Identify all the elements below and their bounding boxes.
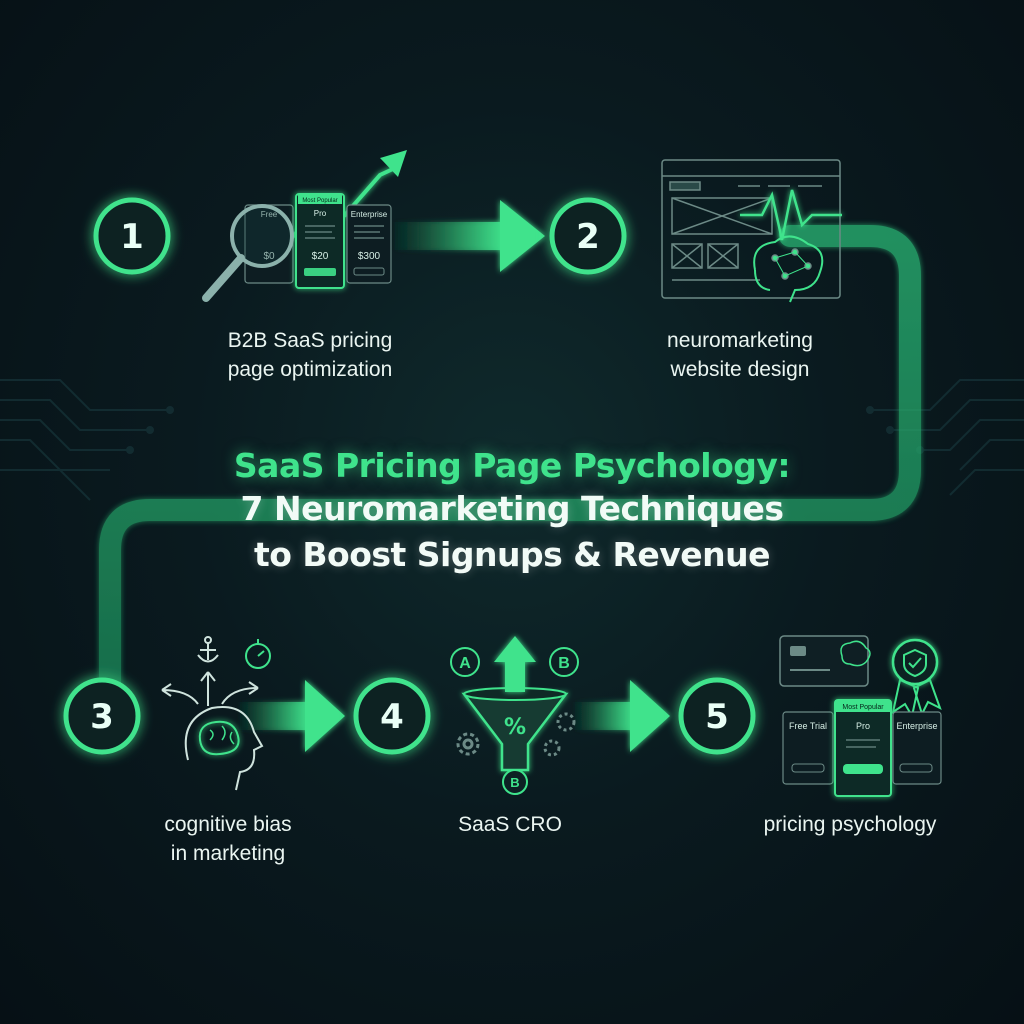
step-label-2-line1: neuromarketing <box>667 329 813 352</box>
circuit-decoration <box>0 379 1024 501</box>
icon1-price-free: $0 <box>263 251 275 262</box>
icon5-tier-free-trial: Free Trial <box>789 721 827 731</box>
step-label-3-line1: cognitive bias <box>164 813 292 836</box>
pricing-psychology-icon: Most Popular Free Trial Pro Enterprise <box>779 635 942 797</box>
cro-funnel-icon: % A B B <box>450 636 579 795</box>
title-line-2: 7 Neuromarketing Techniques <box>240 489 784 528</box>
arrow-1-to-2 <box>395 200 545 272</box>
cognitive-bias-icon <box>161 636 271 791</box>
step-label-5: pricing psychology <box>700 810 1000 839</box>
step-label-3: cognitive bias in marketing <box>88 810 368 868</box>
step-label-2-line2: website design <box>670 358 810 381</box>
ab-badge-b-top: B <box>558 655 570 672</box>
icon1-tier-pro: Pro <box>314 209 327 218</box>
arrow-3-to-4 <box>240 680 345 752</box>
arrow-4-to-5 <box>575 680 670 752</box>
step-number-2: 2 <box>576 217 600 257</box>
step-label-4-line1: SaaS CRO <box>458 813 562 836</box>
step-label-1-line1: B2B SaaS pricing <box>227 329 393 352</box>
award-badge-icon <box>891 638 942 719</box>
icon5-badge: Most Popular <box>842 704 884 711</box>
step-label-3-line2: in marketing <box>170 842 286 865</box>
step-label-1: B2B SaaS pricing page optimization <box>170 326 450 384</box>
icon1-price-pro: $20 <box>312 251 329 262</box>
step-node-5: 5 <box>678 677 756 755</box>
step-node-4: 4 <box>353 677 431 755</box>
icon1-badge: Most Popular <box>302 198 337 204</box>
icon1-tier-free: Free <box>261 210 278 219</box>
step-number-4: 4 <box>380 697 404 737</box>
connector-path-2-to-3 <box>99 225 921 696</box>
ab-badge-a: A <box>459 655 471 672</box>
title-line-3: to Boost Signups & Revenue <box>253 535 771 574</box>
step-label-2: neuromarketing website design <box>600 326 880 384</box>
pricing-optimization-icon: Most Popular Free Pro Enterprise $0 $20 … <box>202 150 407 302</box>
step-number-5: 5 <box>705 697 729 737</box>
title-line-1: SaaS Pricing Page Psychology: <box>233 446 791 485</box>
icon1-tier-enterprise: Enterprise <box>351 210 388 219</box>
icon5-tier-pro: Pro <box>856 721 870 731</box>
step-number-1: 1 <box>120 217 144 257</box>
funnel-percent-symbol: % <box>504 715 526 740</box>
step-label-1-line2: page optimization <box>227 358 393 381</box>
step-label-4: SaaS CRO <box>370 810 650 839</box>
ab-badge-b-bottom: B <box>510 775 519 790</box>
icon1-price-enterprise: $300 <box>358 251 381 262</box>
website-design-icon <box>661 159 842 303</box>
step-node-1: 1 <box>93 197 171 275</box>
step-node-3: 3 <box>63 677 141 755</box>
step-node-2: 2 <box>549 197 627 275</box>
step-label-5-line1: pricing psychology <box>763 813 937 836</box>
step-number-3: 3 <box>90 697 114 737</box>
icon5-tier-enterprise: Enterprise <box>896 721 937 731</box>
